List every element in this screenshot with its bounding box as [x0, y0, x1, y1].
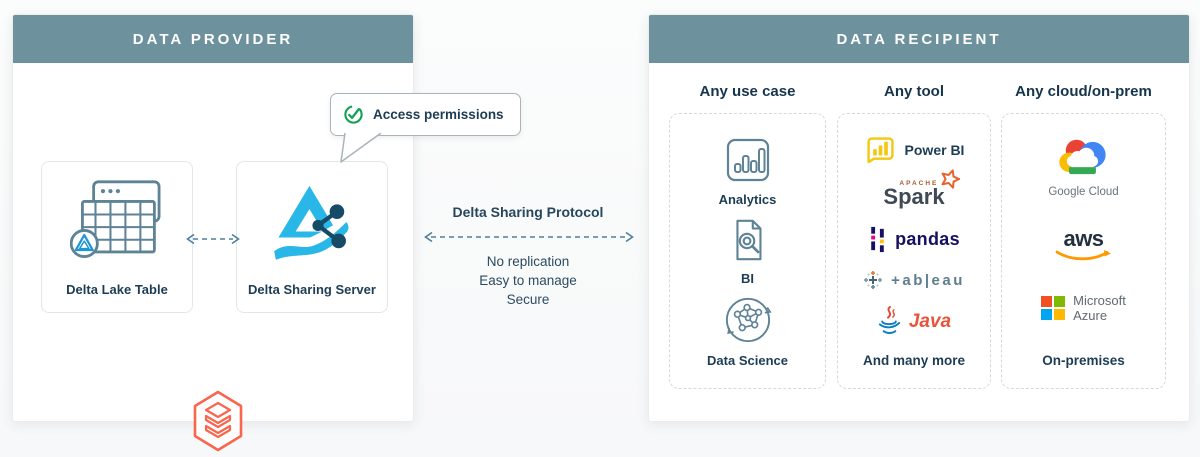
- column-title-cloud: Any cloud/on-prem: [1015, 83, 1152, 100]
- bi-icon: [735, 219, 762, 260]
- delta-lake-table-icon: [42, 162, 192, 282]
- benefit-secure: Secure: [506, 292, 550, 307]
- column-title-tool: Any tool: [884, 83, 944, 100]
- use-case-data-science: Data Science: [707, 295, 788, 368]
- callout-tail: [340, 133, 382, 163]
- aws-smile-icon: [1055, 250, 1111, 261]
- pandas-logo: pandas: [868, 225, 960, 254]
- analytics-icon: [726, 138, 769, 182]
- java-logo: Java: [877, 306, 951, 337]
- tableau-icon: [864, 271, 883, 289]
- power-bi-logo: Power BI: [864, 136, 964, 164]
- access-permissions-label: Access permissions: [373, 107, 504, 122]
- benefit-easy-to-manage: Easy to manage: [479, 273, 577, 288]
- use-case-column: Analytics BI: [669, 113, 826, 389]
- data-provider-header: DATA PROVIDER: [13, 15, 413, 63]
- data-recipient-header: DATA RECIPIENT: [649, 15, 1189, 63]
- data-provider-panel: DATA PROVIDER Delta Lake Table: [12, 14, 414, 422]
- aws-logo: aws: [1055, 228, 1113, 263]
- google-cloud-icon: [1059, 139, 1107, 175]
- protocol-title: Delta Sharing Protocol: [452, 204, 604, 220]
- spark-star-icon: [941, 169, 960, 189]
- microsoft-azure-logo: Microsoft Azure: [1041, 293, 1126, 323]
- delta-lake-table-card: Delta Lake Table: [41, 161, 193, 313]
- check-circle-icon: [344, 105, 363, 124]
- java-icon: [878, 306, 900, 334]
- pandas-icon: [871, 226, 884, 253]
- delta-lake-table-label: Delta Lake Table: [66, 282, 168, 297]
- benefit-no-replication: No replication: [486, 254, 570, 269]
- delta-lake-hexagon-icon: [193, 390, 243, 452]
- google-cloud-caption: Google Cloud: [1048, 186, 1119, 198]
- microsoft-icon: [1041, 296, 1066, 320]
- protocol-benefits: No replication Easy to manage Secure: [418, 252, 638, 309]
- table-server-arrow: [186, 233, 240, 245]
- google-cloud-logo: Google Cloud: [1048, 136, 1119, 198]
- cloud-column: Google Cloud aws Microsoft Azure On-prem…: [1001, 113, 1166, 389]
- cloud-footer: On-premises: [1042, 353, 1125, 368]
- tableau-logo: +ab|eau: [863, 270, 965, 290]
- power-bi-icon: [866, 137, 894, 164]
- use-case-bi: BI: [724, 217, 772, 286]
- data-science-icon: [725, 297, 772, 343]
- protocol-arrow: [424, 231, 634, 243]
- delta-sharing-server-card: Delta Sharing Server: [236, 161, 388, 313]
- column-title-use-case: Any use case: [699, 83, 796, 100]
- use-case-analytics: Analytics: [719, 136, 776, 207]
- delta-sharing-icon: [237, 162, 387, 282]
- tool-footer: And many more: [862, 353, 966, 368]
- delta-sharing-server-label: Delta Sharing Server: [248, 282, 376, 297]
- access-permissions-callout: Access permissions: [330, 93, 521, 136]
- data-recipient-panel: DATA RECIPIENT Any use case Any tool Any…: [648, 14, 1190, 422]
